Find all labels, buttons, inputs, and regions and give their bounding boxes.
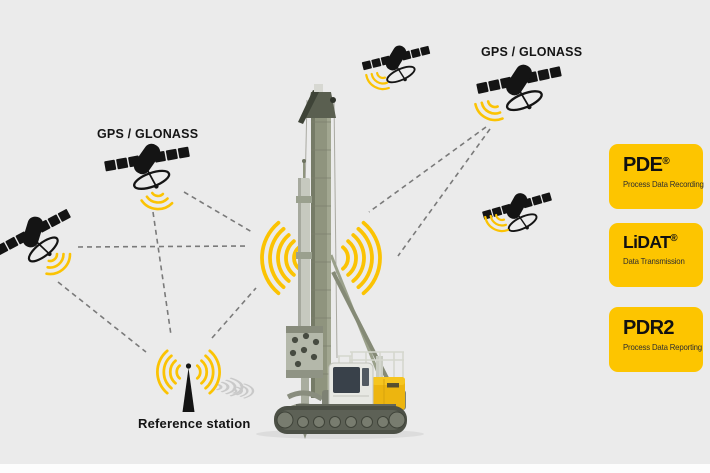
gnss-link-lines [57, 126, 491, 353]
signal-arcs-icon [39, 246, 76, 281]
gps-glonass-label-left: GPS / GLONASS [97, 127, 199, 141]
reference-station-antenna-icon [182, 368, 195, 412]
card-pdr2: PDR2 Process Data Reporting [609, 307, 703, 372]
link-reference-station-to-rig [211, 287, 257, 339]
card-pdr2-title: PDR2 [623, 317, 675, 339]
link-satellite-top-right-to-rig-upper [368, 126, 487, 213]
link-satellite-top-right-to-rig-lower [397, 128, 491, 257]
signal-arcs-icon [156, 349, 182, 395]
ground-signal-shadow-icon [232, 382, 255, 400]
signal-arcs-icon [341, 220, 382, 296]
card-lidat-title: LiDAT® [623, 232, 678, 252]
card-pde-title: PDE® [623, 154, 670, 176]
signal-arcs-icon [139, 190, 175, 212]
signal-arcs-icon [470, 95, 508, 127]
gps-glonass-label-right: GPS / GLONASS [481, 45, 583, 59]
page-bottom-strip [0, 464, 710, 473]
registered-mark: ® [670, 233, 678, 244]
card-pde-subtitle: Process Data Recording [623, 179, 704, 190]
satellite-icon [472, 52, 569, 121]
card-pdr2-subtitle: Process Data Reporting [623, 342, 702, 353]
drilling-rig-illustration [256, 84, 424, 439]
link-satellite-far-left-to-rig [77, 245, 250, 248]
reference-station [156, 349, 255, 412]
card-lidat-subtitle: Data Transmission [623, 255, 685, 266]
card-lidat: LiDAT® Data Transmission [609, 223, 703, 287]
antenna-tip [185, 363, 192, 369]
link-satellite-far-left-to-reference-station [57, 281, 147, 353]
signal-arcs-icon [195, 349, 221, 395]
link-satellite-upper-left-to-reference-station [152, 211, 172, 336]
link-satellite-upper-left-to-rig [183, 191, 253, 233]
reference-station-label: Reference station [138, 416, 251, 431]
satellite-icon [478, 181, 559, 242]
card-pde: PDE® Process Data Recording [609, 144, 704, 209]
signal-arcs-icon [260, 220, 301, 296]
satellite-icon [0, 197, 84, 279]
registered-mark: ® [662, 156, 670, 167]
satellite-icon [100, 133, 196, 199]
ground-signal-shadow-icon [216, 376, 244, 398]
